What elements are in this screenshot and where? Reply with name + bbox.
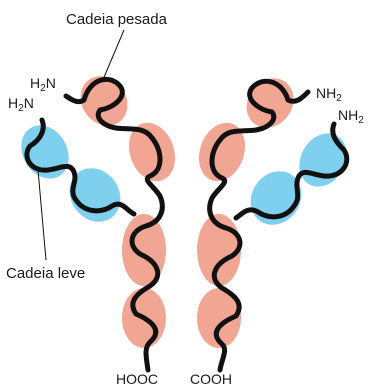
heavy-chain-leader [102,30,124,82]
amino-terminus-left-heavy: H2N [30,76,56,90]
amino-terminus-right-heavy: NH2 [316,86,342,100]
light-chain-leader [38,170,46,260]
carboxyl-terminus-right: COOH [190,372,232,386]
heavy-chain-label: Cadeia pesada [66,12,167,27]
light-chain-label: Cadeia leve [6,266,85,281]
amino-terminus-right-light: NH2 [338,108,364,122]
carboxyl-terminus-left: HOOC [116,372,158,386]
amino-terminus-left-light: H2N [8,96,34,110]
